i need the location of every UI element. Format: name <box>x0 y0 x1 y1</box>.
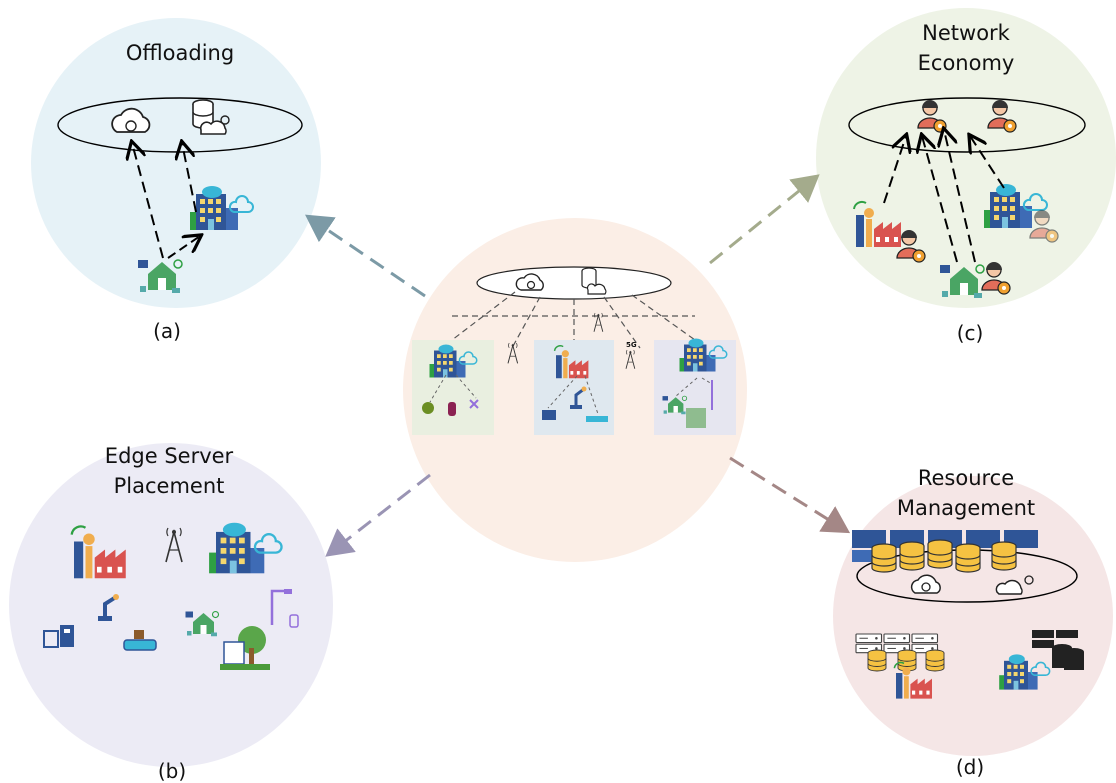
economy-arrow-2 <box>922 136 958 263</box>
database-icon <box>991 541 1017 571</box>
panel-edge-server-placement: Edge Server Placement <box>43 444 299 783</box>
database-icon <box>867 649 887 672</box>
streetlight-icon <box>270 589 299 628</box>
offload-arrow-building-cloud <box>182 143 197 213</box>
caption-a: (a) <box>153 319 181 343</box>
offload-arrow-home-cloud <box>132 143 164 259</box>
economy-arrow-4 <box>970 136 1005 189</box>
database-cloud-icon <box>581 267 607 295</box>
arrow-to-economy <box>709 174 820 265</box>
conveyor-icon <box>123 630 157 651</box>
database-icon <box>925 649 945 672</box>
database-cloud-icon <box>192 99 230 135</box>
economy-cloud-ellipse <box>848 97 1086 153</box>
panel-resource-management: Resource Management <box>852 466 1084 779</box>
cloud-sync-icon <box>515 273 544 291</box>
database-icon <box>899 541 925 571</box>
server-stack-icon <box>1032 630 1084 670</box>
database-icon <box>871 543 897 573</box>
robot-arm-icon <box>98 594 119 621</box>
database-icon <box>955 543 981 573</box>
economy-title-line2: Economy <box>918 51 1015 75</box>
economy-arrow-3 <box>944 130 976 263</box>
arrow-to-offloading <box>305 214 426 298</box>
five-g-label: 5G <box>626 341 637 349</box>
offload-arrow-home-building <box>167 236 200 259</box>
panel-center-overview: 5G <box>412 266 736 435</box>
arrow-to-resource <box>729 456 851 534</box>
panel-offloading: Offloading (a) <box>57 41 303 343</box>
offloading-circle <box>31 18 321 308</box>
placement-title-line2: Placement <box>114 474 225 498</box>
caption-d: (d) <box>956 755 984 779</box>
placement-title-line1: Edge Server <box>105 444 234 468</box>
caption-c: (c) <box>957 321 984 345</box>
caption-b: (b) <box>158 759 186 783</box>
center-cloud-ellipse <box>476 266 672 300</box>
center-links <box>451 291 696 349</box>
offloading-title: Offloading <box>126 41 234 65</box>
machine-icon <box>43 625 74 648</box>
robot-arm-icon <box>570 386 587 409</box>
placement-circle <box>9 443 333 767</box>
arrow-to-placement <box>325 473 431 557</box>
park-icon <box>220 626 270 670</box>
database-cloud-icon <box>995 575 1034 595</box>
panel-network-economy: Network Economy (c) <box>848 21 1086 345</box>
economy-title-line1: Network <box>922 21 1011 45</box>
resource-title-line1: Resource <box>918 466 1014 490</box>
resource-title-line2: Management <box>897 496 1035 520</box>
iot-devices-icon <box>422 380 713 428</box>
cloud-sync-icon <box>111 107 151 133</box>
cloud-sync-icon <box>910 574 941 594</box>
cluster-internal-links <box>429 374 713 415</box>
economy-arrow-1 <box>883 136 906 204</box>
database-icon <box>927 539 953 569</box>
